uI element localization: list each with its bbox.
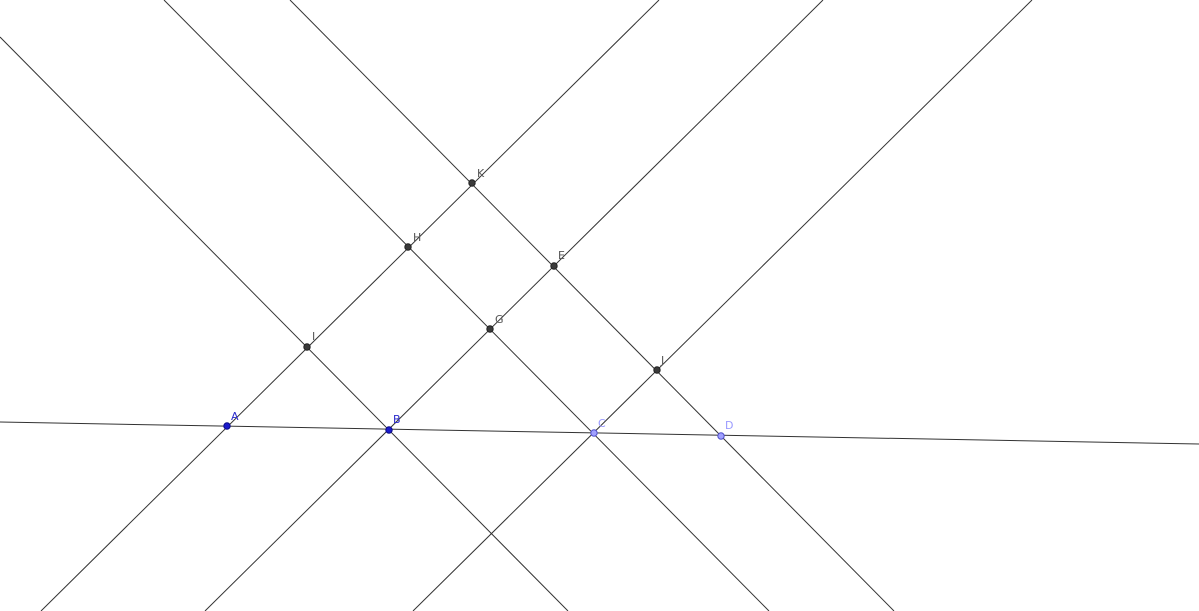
point-I-label: I (312, 330, 315, 343)
point-H-marker[interactable] (404, 243, 412, 251)
point-B-label: B (393, 413, 401, 426)
line-through-C-J[interactable] (412, 0, 1033, 611)
points-layer: K H E G I J A B (223, 167, 734, 440)
point-C-label: C (598, 417, 606, 430)
line-through-B-G-E[interactable] (204, 0, 824, 611)
point-B[interactable]: B (385, 413, 401, 434)
point-D[interactable]: D (717, 419, 734, 440)
baseline[interactable] (0, 421, 1199, 445)
point-C-marker[interactable] (590, 429, 598, 437)
point-H[interactable]: H (404, 231, 421, 251)
point-E-marker[interactable] (550, 262, 558, 270)
point-A-marker[interactable] (223, 422, 231, 430)
point-K-marker[interactable] (468, 179, 476, 187)
point-G-marker[interactable] (486, 325, 494, 333)
line-through-H-G-C[interactable] (163, 0, 770, 611)
point-E-label: E (558, 249, 565, 262)
point-J-marker[interactable] (653, 366, 661, 374)
point-B-marker[interactable] (385, 426, 393, 434)
point-G[interactable]: G (486, 313, 504, 333)
line-through-I-B[interactable] (0, 36, 569, 611)
point-G-label: G (495, 313, 504, 326)
point-J[interactable]: J (653, 354, 664, 374)
point-D-marker[interactable] (717, 432, 725, 440)
line-through-A-I-H-K[interactable] (40, 0, 660, 611)
point-I[interactable]: I (303, 330, 315, 351)
point-C[interactable]: C (590, 417, 606, 437)
point-K-label: K (477, 167, 485, 180)
point-J-label: J (660, 354, 664, 367)
point-A-label: A (231, 410, 239, 423)
line-through-K-E-J-D[interactable] (289, 0, 895, 611)
point-H-label: H (413, 231, 421, 244)
point-D-label: D (725, 419, 733, 432)
point-K[interactable]: K (468, 167, 485, 187)
point-I-marker[interactable] (303, 343, 311, 351)
point-A[interactable]: A (223, 410, 239, 430)
point-E[interactable]: E (550, 249, 565, 270)
